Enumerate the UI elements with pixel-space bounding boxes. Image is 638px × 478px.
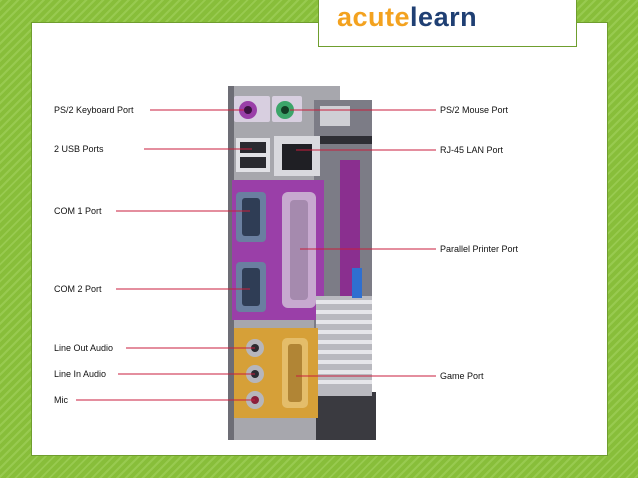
label-line-in-audio: Line In Audio — [54, 369, 107, 379]
com1-pins — [242, 198, 260, 236]
usb-port-1 — [240, 142, 266, 153]
heatsink — [316, 296, 372, 396]
rj45-bracket — [320, 136, 372, 144]
usb-port-2 — [240, 157, 266, 168]
shield-left-edge — [228, 86, 234, 440]
label-ps2-keyboard-port: PS/2 Keyboard Port — [54, 105, 134, 115]
ps2-mouse-hole — [281, 106, 289, 114]
label-game-port: Game Port — [440, 371, 484, 381]
parallel-pins — [290, 200, 308, 300]
leader-lines — [76, 109, 436, 401]
label-line-out-audio: Line Out Audio — [54, 343, 114, 353]
ps2-keyboard-hole — [244, 106, 252, 114]
logo-part-acute: acute — [337, 2, 411, 32]
game-port-pins — [288, 344, 302, 402]
label-usb-ports: 2 USB Ports — [54, 144, 104, 154]
rj45-port — [282, 144, 312, 170]
brand-logo: acutelearn — [337, 2, 477, 32]
board-bottom-shadow — [316, 392, 376, 440]
brand-logo-box: acutelearn — [318, 0, 577, 47]
label-mic: Mic — [54, 395, 68, 405]
label-rj45-lan-port: RJ-45 LAN Port — [440, 145, 504, 155]
blue-chip — [352, 268, 362, 298]
logo-part-learn: learn — [410, 2, 478, 32]
label-ps2-mouse-port: PS/2 Mouse Port — [440, 105, 509, 115]
label-com1-port: COM 1 Port — [54, 206, 102, 216]
label-parallel-printer-port: Parallel Printer Port — [440, 244, 519, 254]
com2-pins — [242, 268, 260, 306]
label-com2-port: COM 2 Port — [54, 284, 102, 294]
ps2-side-bracket — [320, 106, 350, 126]
